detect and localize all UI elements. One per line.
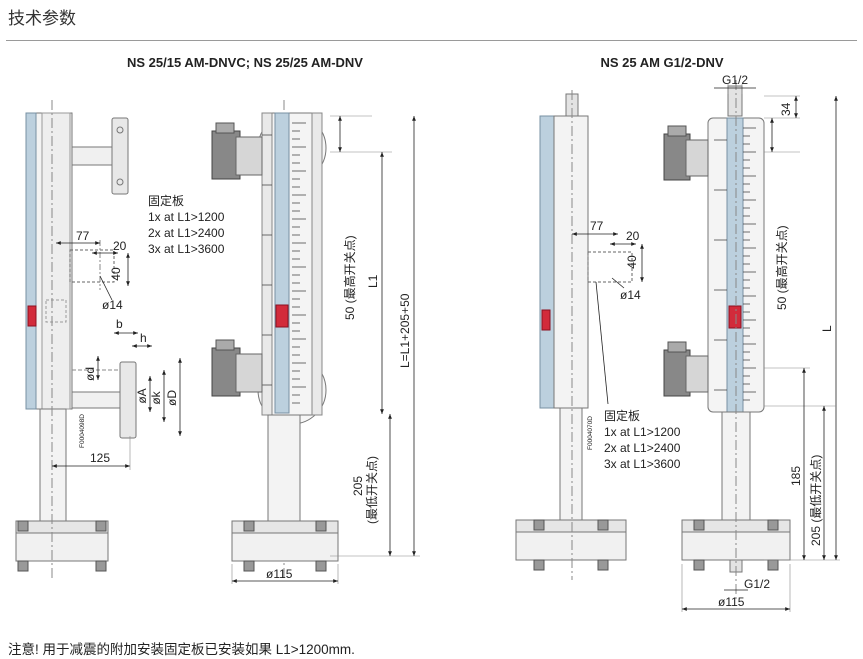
right-dim-34: 34 [779, 102, 793, 116]
model-heading-left: NS 25/15 AM-DNVC; NS 25/25 AM-DNV [127, 55, 363, 70]
left-side-view [15, 100, 137, 580]
right-upper-switch [663, 125, 709, 181]
dim-A: øA [135, 388, 149, 403]
drawing-code-right: F0004070D [587, 416, 594, 450]
drawing-code-left: F0004098D [79, 414, 86, 448]
right-dim-g12-top: G1/2 [722, 73, 748, 87]
mount-plate-line-3-right: 3x at L1>3600 [604, 457, 681, 471]
mount-plate-note-right: 固定板 1x at L1>1200 2x at L1>2400 3x at L1… [604, 408, 681, 471]
center-dim-L1: L1 [366, 274, 380, 288]
right-front-view [663, 80, 791, 600]
mount-plate-line-2: 2x at L1>2400 [148, 226, 225, 240]
center-dim-205-sub: (最低开关点) [365, 456, 379, 524]
dim-b: b [116, 317, 123, 331]
right-dim-14: ø14 [620, 288, 641, 302]
center-dimensions: 50 (最高开关点) L1 L=L1+205+50 205 (最低开关点) ø1… [231, 115, 420, 584]
dim-125: 125 [90, 451, 110, 465]
right-lower-switch [663, 341, 709, 397]
center-dim-total: L=L1+205+50 [398, 293, 412, 368]
right-dim-20: 20 [626, 229, 640, 243]
mount-plate-note-left: 固定板 1x at L1>1200 2x at L1>2400 3x at L1… [148, 193, 225, 256]
center-dim-115: ø115 [266, 567, 293, 581]
right-dimensions-front: G1/2 34 50 (最高开关点) L 185 205 (最低开关点) G1/… [681, 73, 840, 612]
section-title: 技术参数 [8, 9, 76, 28]
mount-plate-line-2-right: 2x at L1>2400 [604, 441, 681, 455]
left-dimensions: 77 20 40 ø14 b h ød øA øk øD 125 F000409… [52, 229, 182, 470]
center-dim-205: 205 [351, 476, 365, 496]
dim-14: ø14 [102, 298, 123, 312]
right-dim-g12-bottom: G1/2 [744, 577, 770, 591]
mount-plate-line-3: 3x at L1>3600 [148, 242, 225, 256]
lower-limit-switch [211, 339, 263, 397]
dim-k: øk [149, 390, 163, 404]
dim-h: h [140, 331, 147, 345]
title-divider [6, 40, 857, 41]
mount-plate-line-1-right: 1x at L1>1200 [604, 425, 681, 439]
mount-plate-label: 固定板 [148, 193, 184, 208]
right-dim-77: 77 [590, 219, 604, 233]
right-dim-205: 205 (最低开关点) [809, 455, 823, 546]
mount-plate-line-1: 1x at L1>1200 [148, 210, 225, 224]
model-heading-right: NS 25 AM G1/2-DNV [600, 55, 723, 70]
center-scale [262, 122, 306, 404]
right-dimensions-left: 77 20 40 ø14 F0004070D [572, 219, 644, 450]
center-front-view [211, 100, 339, 580]
dim-40: 40 [109, 267, 123, 281]
footnote: 注意! 用于减震的附加安装固定板已安装如果 L1>1200mm. [8, 642, 355, 657]
right-dim-185: 185 [789, 466, 803, 486]
dim-D: øD [165, 390, 179, 406]
right-side-view [515, 90, 633, 580]
center-dim-top50: 50 (最高开关点) [342, 235, 357, 320]
right-dim-115: ø115 [718, 595, 745, 609]
dim-77: 77 [76, 229, 90, 243]
right-dim-L: L [820, 325, 834, 332]
upper-limit-switch [211, 122, 263, 180]
right-scale [714, 127, 756, 401]
dim-20: 20 [113, 239, 127, 253]
mount-plate-label-right: 固定板 [604, 408, 640, 423]
dim-d: ød [83, 367, 97, 381]
right-dim-top50: 50 (最高开关点) [774, 225, 789, 310]
right-dim-40: 40 [625, 255, 639, 269]
